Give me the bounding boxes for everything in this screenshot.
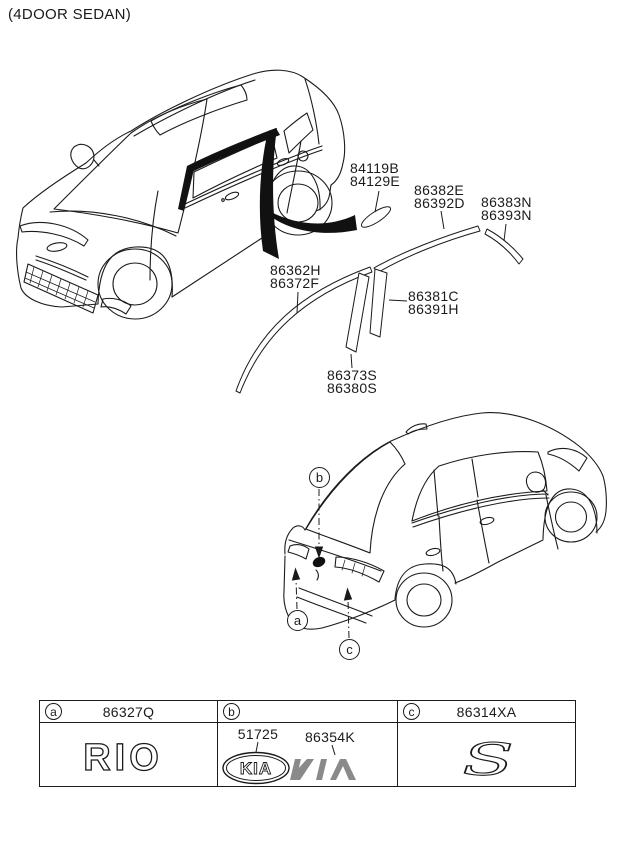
sticker-oval xyxy=(360,206,392,228)
table-cell-kia: 51725 86354K KIA xyxy=(218,723,398,786)
windshield xyxy=(53,98,208,234)
fog-lamp xyxy=(100,297,132,315)
callout-b[interactable]: b xyxy=(309,467,330,488)
rear-car-drawing xyxy=(283,412,607,630)
table-header-c: c 86314XA xyxy=(398,701,575,723)
svg-text:S: S xyxy=(462,735,513,786)
kia-badge xyxy=(46,242,68,252)
part-label-86381C[interactable]: 86381C 86391H xyxy=(408,288,459,317)
part-label-86382E[interactable]: 86382E 86392D xyxy=(414,182,465,211)
door-handle xyxy=(276,158,290,166)
callout-c[interactable]: c xyxy=(339,639,360,660)
s-logo: S xyxy=(462,734,515,786)
callout-a[interactable]: a xyxy=(287,610,308,631)
part-number-86354K[interactable]: 86354K xyxy=(305,729,355,745)
table-cell-rio: RIO xyxy=(40,723,218,786)
pillar-tape-front-piece xyxy=(345,272,370,353)
parts-table: a 86327Q b c 86314XA RIO 51725 86354K xyxy=(39,700,576,787)
part-number-86327Q[interactable]: 86327Q xyxy=(102,704,155,720)
part-number-86314XA[interactable]: 86314XA xyxy=(456,704,517,720)
table-header-b: b xyxy=(218,701,398,723)
page-title: (4DOOR SEDAN) xyxy=(8,6,132,23)
table-header-a: a 86327Q xyxy=(40,701,218,723)
rear-glass xyxy=(305,441,406,554)
door-handle xyxy=(479,516,495,526)
table-cell-s: S xyxy=(398,723,575,786)
windshield xyxy=(547,447,588,472)
svg-text:KIA: KIA xyxy=(240,759,272,778)
front-wheel xyxy=(97,248,173,320)
part-label-86383N[interactable]: 86383N 86393N xyxy=(481,194,532,223)
part-label-86362H[interactable]: 86362H 86372F xyxy=(270,262,321,291)
molding-pieces xyxy=(235,206,524,394)
rear-wheel xyxy=(395,572,453,628)
side-glass xyxy=(192,136,278,199)
door-handle xyxy=(425,547,441,557)
part-label-86373S[interactable]: 86373S 86380S xyxy=(327,367,378,396)
b-pillar-tape xyxy=(259,128,279,259)
kia-new-logo xyxy=(290,759,356,780)
svg-text:RIO: RIO xyxy=(83,737,163,779)
pillar-tape-rear-piece xyxy=(369,268,388,338)
roof-molding-rear-piece xyxy=(484,228,524,265)
grille-mesh xyxy=(23,263,99,314)
front-wheel xyxy=(544,491,598,543)
letter-circle-a: a xyxy=(45,703,62,720)
rio-logo: RIO xyxy=(83,736,163,779)
side-mirror xyxy=(70,143,95,170)
roof-molding-front-piece xyxy=(373,225,481,274)
rocker-tape xyxy=(270,212,357,233)
side-glass xyxy=(411,451,548,522)
door-handle xyxy=(224,191,240,201)
side-mirror xyxy=(525,471,547,493)
letter-circle-c: c xyxy=(403,703,420,720)
sunroof xyxy=(150,84,248,136)
part-label-84119B[interactable]: 84119B 84129E xyxy=(350,160,401,189)
window-frame-molding-piece xyxy=(235,266,373,394)
kia-oval-logo: KIA xyxy=(222,751,290,785)
shark-fin-antenna xyxy=(405,423,428,435)
callout-leaders xyxy=(291,489,353,639)
headlight xyxy=(19,221,89,247)
letter-circle-b: b xyxy=(223,703,240,720)
trunk-emblem-dot xyxy=(312,556,326,568)
taillight-right xyxy=(334,556,385,583)
quarter-glass xyxy=(283,112,314,154)
taillight-left xyxy=(287,544,310,560)
label-leaders xyxy=(296,190,507,369)
part-number-51725[interactable]: 51725 xyxy=(238,726,278,742)
blackout-tape-shapes xyxy=(178,128,357,259)
fuel-cap xyxy=(297,150,309,162)
